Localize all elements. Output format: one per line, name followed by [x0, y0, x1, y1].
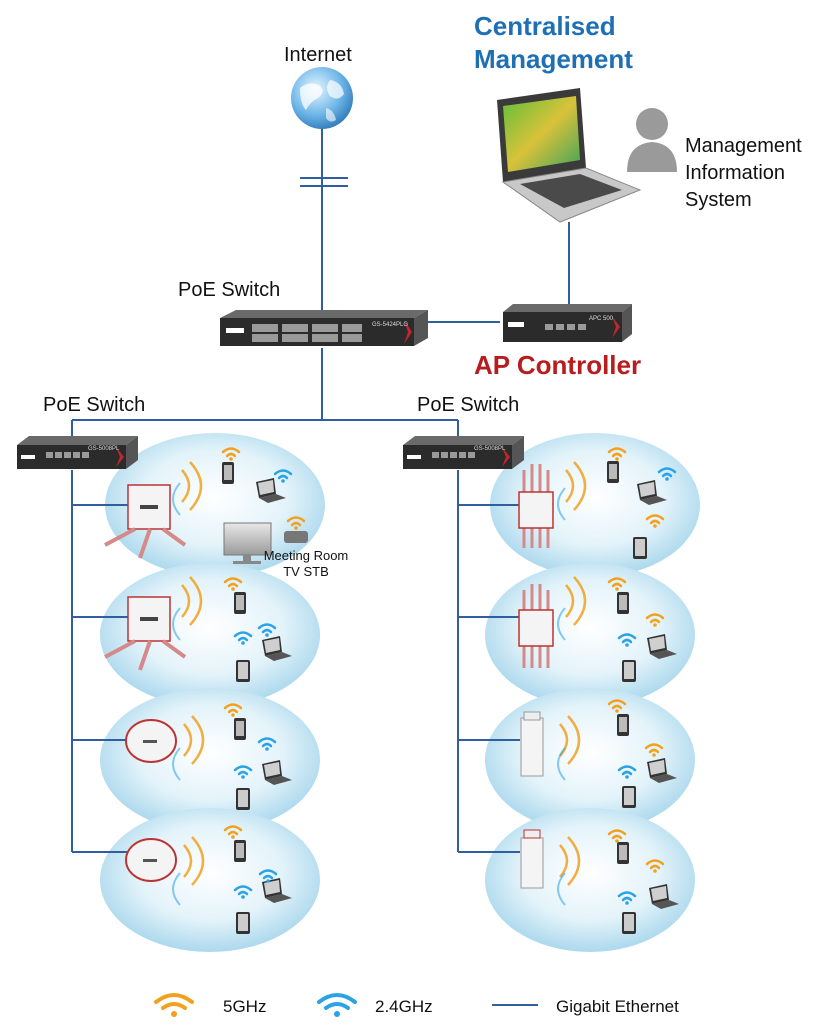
wifi-icon	[645, 514, 665, 528]
port-block	[252, 324, 362, 342]
laptop-icon	[256, 478, 286, 503]
wifi-icon	[223, 825, 243, 839]
legend-5ghz-label: 5GHz	[223, 997, 267, 1016]
mis-label: Management Information System	[685, 133, 802, 214]
wifi-icon	[617, 891, 637, 905]
edge-switch-left: GS-5008PL	[17, 436, 138, 469]
outdoor-ap-icon	[104, 596, 187, 671]
wifi-icon	[644, 743, 664, 757]
laptop-icon	[262, 636, 292, 661]
wifi-icon	[607, 829, 627, 843]
meeting-room-line1: Meeting Room	[263, 548, 349, 563]
centralised-management-title: Centralised Management	[474, 10, 633, 76]
phone-icon	[617, 714, 629, 736]
poe-switch-left-label: PoE Switch	[43, 394, 146, 416]
outdoor-ap-icon	[518, 464, 554, 548]
wifi-icon	[607, 577, 627, 591]
tablet-icon	[236, 788, 250, 810]
wifi-icon	[233, 885, 253, 899]
phone-icon	[617, 842, 629, 864]
tablet-icon	[622, 786, 636, 808]
wifi-icon	[286, 516, 306, 530]
mis-line3: System	[685, 189, 752, 211]
laptop-icon	[647, 758, 677, 783]
edge-switch-model: GS-5008PL	[88, 446, 120, 452]
wifi-icon	[645, 613, 665, 627]
wifi-icon	[258, 869, 278, 883]
edge-switch-model: GS-5008PL	[474, 446, 506, 452]
poe-switch-right-label: PoE Switch	[417, 394, 520, 416]
phone-icon	[222, 462, 234, 484]
wifi-icon	[233, 765, 253, 779]
laptop-icon	[262, 878, 292, 903]
phone-icon	[607, 461, 619, 483]
phone-icon	[234, 840, 246, 862]
wifi-icon	[233, 631, 253, 645]
ethernet-links	[71, 128, 570, 853]
tablet-icon	[633, 537, 647, 559]
centralised-line1: Centralised	[474, 11, 616, 41]
coverage-cell	[485, 563, 695, 707]
ceiling-ap-icon	[125, 719, 177, 763]
wifi-icon	[257, 737, 277, 751]
edge-switch-right: GS-5008PL	[403, 436, 524, 469]
mis-line1: Management	[685, 135, 802, 157]
ap-signal-arcs	[172, 482, 566, 906]
stb-icon	[284, 531, 308, 543]
laptop-icon	[497, 88, 642, 223]
wifi-5ghz-legend-icon	[154, 993, 194, 1017]
wifi-icon	[645, 859, 665, 873]
outdoor-ap-icon	[104, 484, 187, 559]
outdoor-ap-icon	[520, 829, 544, 889]
controller-model: APC 500	[589, 316, 614, 322]
tablet-icon	[236, 660, 250, 682]
ethernet-legend-line	[492, 1004, 538, 1006]
tablet-icon	[236, 912, 250, 934]
wifi-icon	[223, 577, 243, 591]
monitor-icon	[223, 522, 272, 564]
tablet-icon	[622, 660, 636, 682]
wifi-icon	[273, 469, 293, 483]
globe-icon	[291, 67, 353, 129]
internet-label: Internet	[284, 44, 352, 66]
mis-line2: Information	[685, 162, 786, 184]
core-switch: GS-5424PLG	[220, 310, 428, 346]
phone-icon	[234, 592, 246, 614]
meeting-room-line2: TV STB	[283, 564, 329, 579]
wifi-icon	[221, 447, 241, 461]
ap-controller-label: AP Controller	[474, 350, 642, 380]
laptop-icon	[637, 480, 667, 505]
legend-24ghz-label: 2.4GHz	[375, 997, 433, 1016]
core-switch-model: GS-5424PLG	[372, 322, 408, 328]
wifi-icon	[617, 765, 637, 779]
legend-gigabit-label: Gigabit Ethernet	[556, 997, 679, 1016]
poe-switch-top-label: PoE Switch	[178, 279, 281, 301]
laptop-icon	[649, 884, 679, 909]
tablet-icon	[622, 912, 636, 934]
wifi-24ghz-legend-icon	[317, 993, 357, 1017]
phone-icon	[234, 718, 246, 740]
outdoor-ap-icon	[520, 711, 544, 777]
meeting-room-label: Meeting Room TV STB	[252, 548, 360, 580]
coverage-cell	[490, 433, 700, 577]
wifi-icon	[617, 633, 637, 647]
wifi-icon	[657, 467, 677, 481]
wifi-icon	[257, 623, 277, 637]
wifi-icon	[607, 699, 627, 713]
laptop-icon	[647, 634, 677, 659]
phone-icon	[617, 592, 629, 614]
centralised-line2: Management	[474, 44, 633, 74]
ap-controller-icon: APC 500	[503, 304, 632, 342]
laptop-icon	[262, 760, 292, 785]
person-icon	[627, 108, 677, 172]
wifi-icon	[607, 447, 627, 461]
outdoor-ap-icon	[518, 584, 554, 668]
ceiling-ap-icon	[125, 838, 177, 882]
brand-logo	[226, 328, 244, 333]
wifi-icon	[223, 703, 243, 717]
